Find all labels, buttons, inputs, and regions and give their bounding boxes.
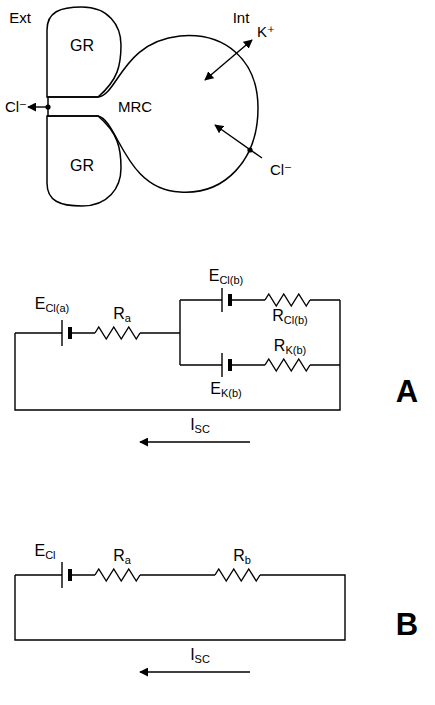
resistor-symbol — [95, 569, 140, 581]
panel-letter: A — [396, 374, 418, 410]
emf-label: ECl(b) — [209, 267, 244, 287]
current-label: ISC — [190, 646, 210, 666]
side-label: Int — [233, 9, 250, 26]
battery-plate — [228, 359, 232, 371]
battery-plate — [61, 562, 62, 588]
resistor-symbol — [95, 327, 140, 339]
panel-letter: B — [396, 607, 418, 643]
cell-name: GR — [70, 37, 94, 55]
resistance-label: Ra — [113, 305, 131, 325]
battery-plate — [68, 327, 72, 339]
resistance-label: Rb — [233, 547, 251, 567]
resistance-label: RCl(b) — [272, 307, 307, 327]
battery-plate — [221, 353, 222, 377]
cell-membrane — [48, 36, 258, 193]
resistor-symbol — [215, 569, 260, 581]
ion-label: Cl⁻ — [270, 161, 292, 178]
current-label: ISC — [190, 416, 210, 436]
granular-cell: GR — [44, 113, 124, 209]
emf-label: EK(b) — [210, 380, 241, 400]
chloride-influx-arrow — [215, 125, 262, 158]
resistance-label: Ra — [113, 547, 131, 567]
emf-label: ECl(a) — [35, 295, 70, 315]
current-arrow — [140, 671, 250, 672]
current-arrow — [140, 441, 250, 442]
resistance-label: RK(b) — [274, 337, 306, 357]
emf-label: ECl — [34, 542, 55, 562]
circuit-wire — [15, 575, 345, 640]
battery-plate — [68, 569, 72, 581]
resistor-symbol — [265, 359, 310, 371]
battery-plate — [228, 294, 232, 306]
cell-name: MRC — [118, 99, 152, 116]
cell-membrane — [47, 7, 121, 97]
cell-membrane — [47, 116, 121, 206]
battery-plate — [61, 320, 62, 346]
side-label: Ext — [9, 9, 31, 26]
chloride-efflux-arrow — [28, 106, 46, 107]
cell-name: GR — [70, 157, 94, 175]
circuit-wire — [15, 300, 340, 410]
resistor-symbol — [265, 294, 310, 306]
ion-label: Cl⁻ — [5, 98, 27, 115]
battery-plate — [221, 288, 222, 312]
ion-label: K⁺ — [257, 23, 275, 40]
